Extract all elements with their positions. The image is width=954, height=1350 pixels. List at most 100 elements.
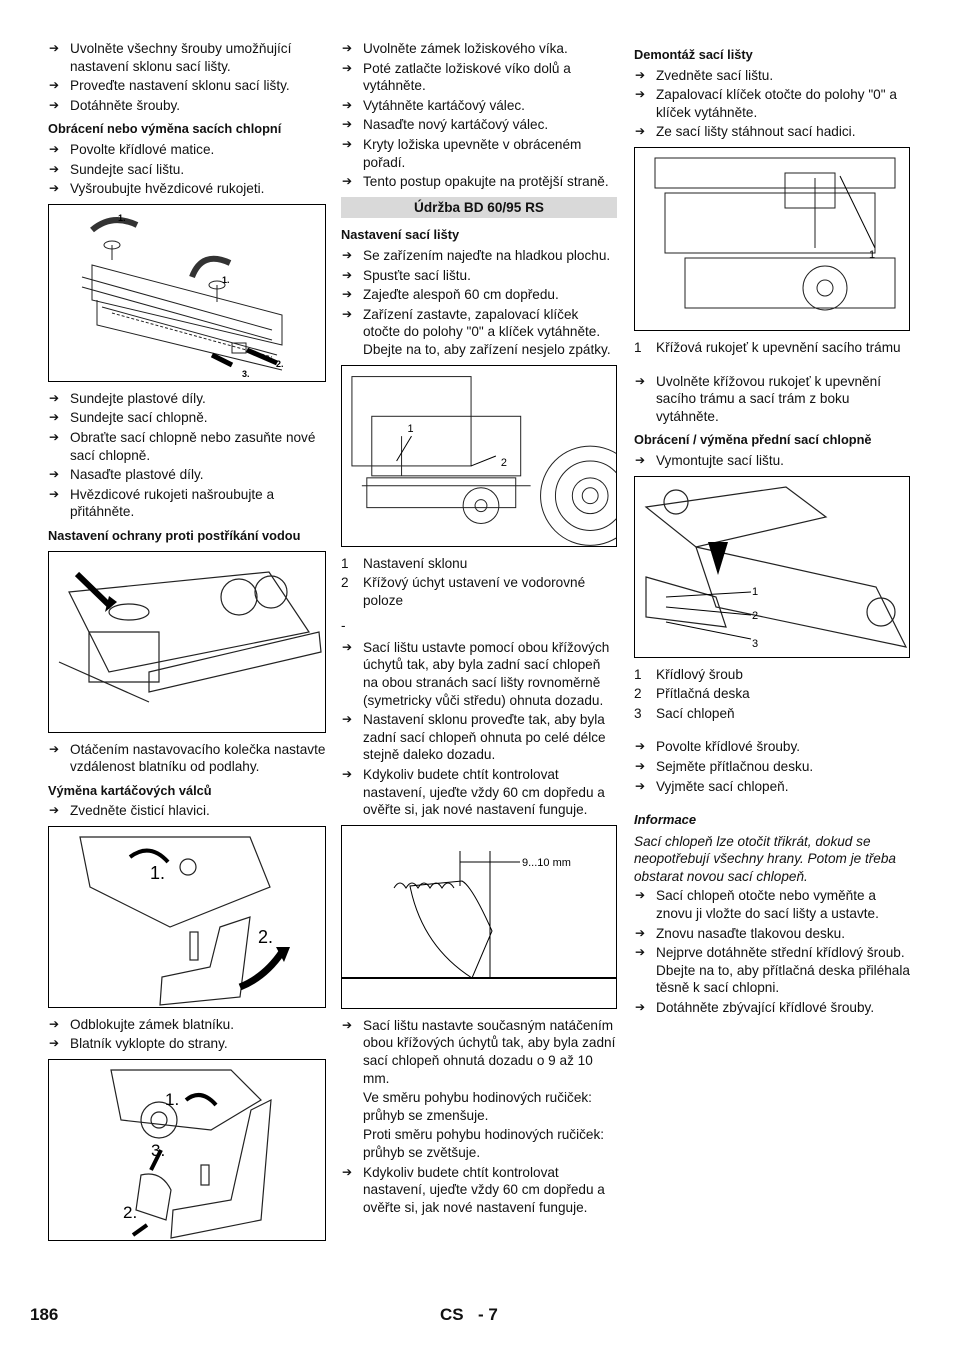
- step-item: Sací lištu nastavte současným natáčením …: [341, 1017, 617, 1087]
- step-item: Zařízení zastavte, zapalovací klíček oto…: [341, 306, 617, 359]
- info-text: Sací chlopeň lze otočit třikrát, dokud s…: [634, 833, 896, 884]
- step-item: Nejprve dotáhněte střední křídlový šroub…: [634, 944, 910, 997]
- squeegee-removal-drawing: 1: [654, 157, 896, 311]
- legend-number: 2: [634, 686, 642, 702]
- legend-item: 1 Křídlový šroub: [634, 666, 910, 684]
- splash-guard-drawing: [58, 570, 322, 703]
- step-item: Obraťte sací chlopně nebo zasuňte nové s…: [48, 429, 326, 464]
- legend-number: 1: [634, 339, 642, 355]
- front-blade-drawing: 1 2 3: [644, 485, 908, 650]
- step-item: Povolte křídlové matice.: [48, 141, 326, 159]
- step-item: Sundejte plastové díly.: [48, 390, 326, 408]
- legend-item: 3 Sací chlopeň: [634, 705, 910, 723]
- step-item: Uvolněte zámek ložiskového víka.: [341, 40, 617, 58]
- step-item: Kdykoliv budete chtít kontrolovat nastav…: [341, 1164, 617, 1217]
- figure-label: 2.: [123, 1203, 137, 1222]
- figure-label: 2: [752, 610, 758, 622]
- legend-text: Nastavení sklonu: [363, 555, 468, 571]
- language-code: CS: [440, 1305, 464, 1324]
- step-item: Blatník vyklopte do strany.: [48, 1035, 326, 1053]
- step-item: Hvězdicové rukojeti našroubujte a přitáh…: [48, 486, 326, 521]
- section-heading: Nastavení sací lišty: [341, 227, 460, 243]
- column-2: Uvolněte zámek ložiskového víka. Poté za…: [341, 40, 617, 1218]
- legend-text: Křídlový šroub: [656, 666, 743, 682]
- info-title: Informace: [634, 812, 697, 828]
- note-text: Ve směru pohybu hodinových ručiček: průh…: [363, 1090, 592, 1123]
- step-item: Poté zatlačte ložiskové víko dolů a vytá…: [341, 60, 617, 95]
- figure-squeegee-adjustment: 1 2: [341, 364, 617, 547]
- column-3: Demontáž sací lišty Zvedněte sací lištu.…: [634, 40, 910, 1019]
- figure-front-blade: 1 2 3: [634, 475, 910, 658]
- step-item: Tento postup opakujte na protější straně…: [341, 173, 617, 191]
- section-banner: Údržba BD 60/95 RS: [341, 196, 617, 219]
- figure-label: 1.: [165, 1090, 179, 1109]
- step-item: Vyšroubujte hvězdicové rukojeti.: [48, 180, 326, 198]
- figure-splash-guard-lock: 1. 2.: [48, 825, 326, 1008]
- figure-label: 1.: [222, 275, 230, 285]
- figure-label: 9...10 mm: [522, 857, 571, 869]
- step-item: Se zařízením najeďte na hladkou plochu.: [341, 247, 617, 265]
- section-heading: Obrácení nebo výměna sacích chlopní: [48, 121, 282, 137]
- figure-label: 1.: [150, 863, 165, 883]
- legend-item: 1 Křížová rukojeť k upevnění sacího trám…: [634, 339, 910, 357]
- figure-squeegee-removal: 1: [634, 146, 910, 331]
- legend-number: 1: [341, 555, 349, 571]
- steps-list: Uvolněte všechny šrouby umožňující nasta…: [48, 40, 326, 114]
- step-item: Zvedněte čisticí hlavici.: [48, 802, 326, 820]
- figure-label: 2: [501, 456, 507, 468]
- brush-cover-drawing: 1. 3. 2.: [110, 1069, 272, 1239]
- figure-label: 1.: [118, 213, 126, 223]
- legend-text: Křížový úchyt ustavení ve vodorovné polo…: [363, 575, 586, 608]
- note-text: Proti směru pohybu hodinových ručiček: p…: [363, 1127, 605, 1160]
- figure-label: 1: [752, 586, 758, 598]
- step-item: Ze sací lišty stáhnout sací hadici.: [634, 123, 910, 141]
- figure-label: 2.: [258, 927, 273, 947]
- step-item: Uvolněte křížovou rukojeť k upevnění sac…: [634, 373, 910, 426]
- step-item: Kryty ložiska upevněte v obráceném pořad…: [341, 136, 617, 171]
- dash-separator: -: [341, 618, 346, 634]
- figure-label: 2.: [276, 359, 284, 369]
- step-item: Otáčením nastavovacího kolečka nastavte …: [48, 741, 326, 776]
- step-item: Odblokujte zámek blatníku.: [48, 1016, 326, 1034]
- legend-text: Křížová rukojeť k upevnění sacího trámu: [656, 339, 901, 355]
- figure-brush-cover: 1. 3. 2.: [48, 1059, 326, 1242]
- step-item: Sundejte sací lištu.: [48, 161, 326, 179]
- page-number: 186: [30, 1305, 59, 1324]
- step-item: Vymontujte sací lištu.: [634, 452, 910, 470]
- figure-label: 3.: [151, 1141, 165, 1160]
- section-heading: Výměna kartáčových válců: [48, 782, 212, 798]
- step-item: Nastavení sklonu proveďte tak, aby byla …: [341, 711, 617, 764]
- step-item: Znovu nasaďte tlakovou desku.: [634, 925, 910, 943]
- figure-splash-guard: [48, 550, 326, 733]
- step-item: Vyjměte sací chlopeň.: [634, 778, 910, 796]
- step-item: Sací chlopeň otočte nebo vyměňte a znovu…: [634, 887, 910, 922]
- step-item: Zapalovací klíček otočte do polohy "0" a…: [634, 86, 910, 121]
- step-item: Sundejte sací chlopně.: [48, 409, 326, 427]
- step-item: Povolte křídlové šrouby.: [634, 738, 910, 756]
- step-item: Nasaďte nový kartáčový válec.: [341, 116, 617, 134]
- step-item: Zajeďte alespoň 60 cm dopředu.: [341, 286, 617, 304]
- legend-item: 2 Křížový úchyt ustavení ve vodorovné po…: [341, 574, 617, 609]
- figure-label: 3: [752, 638, 758, 650]
- splash-guard-lock-drawing: 1. 2.: [79, 836, 290, 1006]
- step-item: Dotáhněte šrouby.: [48, 97, 326, 115]
- step-item: Dotáhněte zbývající křídlové šrouby.: [634, 999, 910, 1017]
- step-item: Kdykoliv budete chtít kontrolovat nastav…: [341, 766, 617, 819]
- legend-item: 1 Nastavení sklonu: [341, 555, 617, 573]
- step-item: Vytáhněte kartáčový válec.: [341, 97, 617, 115]
- step-item: Proveďte nastavení sklonu sací lišty.: [48, 77, 326, 95]
- figure-squeegee-disassembly: 1. 1. 2. 3.: [48, 203, 326, 382]
- column-1: Uvolněte všechny šrouby umožňující nasta…: [48, 40, 326, 1249]
- legend-number: 1: [634, 666, 642, 682]
- legend-text: Přítlačná deska: [656, 686, 750, 702]
- blade-deflection-drawing: 9...10 mm: [342, 850, 616, 979]
- figure-label: 1: [869, 249, 875, 261]
- figure-label: 3.: [242, 369, 250, 379]
- section-heading: Demontáž sací lišty: [634, 47, 753, 62]
- section-heading: Nastavení ochrany proti postříkání vodou: [48, 527, 301, 543]
- section-page: - 7: [478, 1305, 498, 1324]
- squeegee-adjustment-drawing: 1 2: [351, 375, 616, 546]
- figure-label: 1: [408, 423, 414, 435]
- step-item: Sací lištu ustavte pomocí obou křížových…: [341, 639, 617, 709]
- step-item: Nasaďte plastové díly.: [48, 466, 326, 484]
